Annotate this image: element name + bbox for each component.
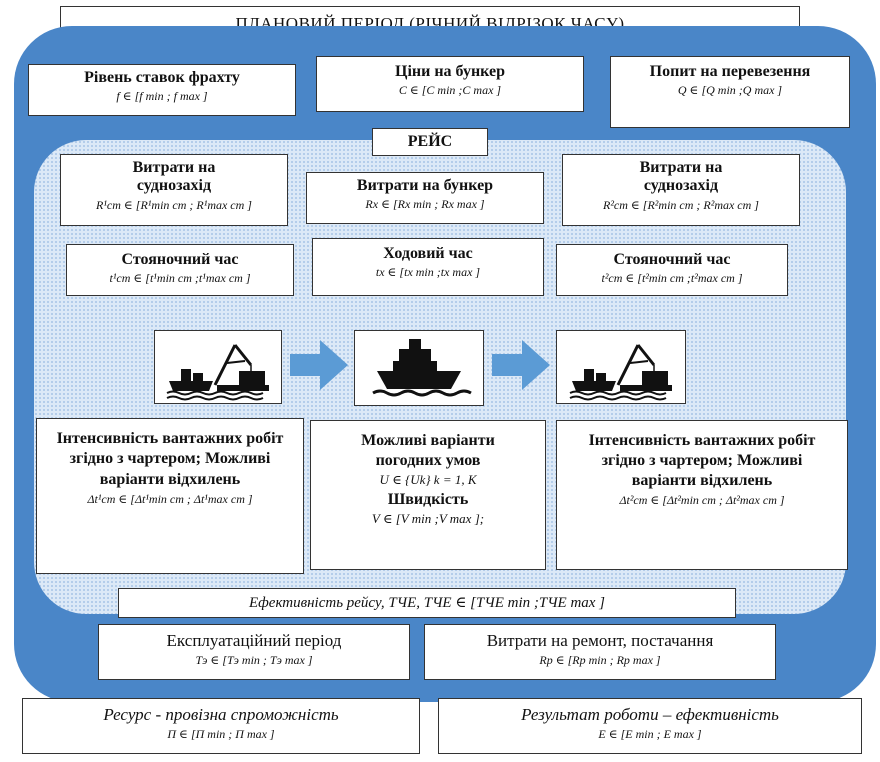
cargo-intensity-box-1: Інтенсивність вантажних робіт згідно з ч…	[36, 418, 304, 574]
idle-time-2-title: Стояночний час	[613, 251, 731, 268]
speed-title: Швидкість	[387, 490, 469, 508]
freight-rate-title: Рівень ставок фрахту	[84, 69, 240, 86]
resource-formula: П ∈ [П min ; П max ]	[167, 726, 275, 741]
resource-box: Ресурс - провізна спроможність П ∈ [П mi…	[22, 698, 420, 754]
port-costs-2-formula: R²ст ∈ [R²min ст ; R²max ст ]	[603, 197, 759, 212]
repair-costs-box: Витрати на ремонт, постачання Rр ∈ [Rр m…	[424, 624, 776, 680]
port-crane-ship-icon	[166, 344, 269, 401]
idle-time-2-formula: t²ст ∈ [t²min ст ;t²max ст ]	[601, 271, 743, 286]
bunker-prices-title: Ціни на бункер	[395, 63, 505, 80]
freight-rate-box: Рівень ставок фрахту f ∈ [f min ; f max …	[28, 64, 296, 116]
operating-period-formula: Tэ ∈ [Tэ min ; Tэ max ]	[195, 652, 313, 667]
resource-title: Ресурс - провізна спроможність	[103, 705, 339, 724]
result-formula: E ∈ [E min ; E max ]	[598, 726, 702, 741]
ship-icon-box	[354, 330, 484, 406]
port-costs-box-2: Витрати на суднозахід R²ст ∈ [R²min ст ;…	[562, 154, 800, 226]
port-costs-2-title: Витрати на суднозахід	[639, 159, 723, 195]
port-crane-ship-icon	[569, 344, 672, 401]
operating-period-box: Експлуатаційний період Tэ ∈ [Tэ min ; Tэ…	[98, 624, 410, 680]
demand-box: Попит на перевезення Q ∈ [Q min ;Q max ]	[610, 56, 850, 128]
bunker-costs-title: Витрати на бункер	[356, 177, 494, 194]
sailing-time-formula: tх ∈ [tх min ;tх max ]	[375, 265, 481, 280]
voyage-efficiency-box: Ефективність рейсу, ТЧЕ, ТЧЕ ∈ [ТЧЕ min …	[118, 588, 736, 618]
voyage-label: РЕЙС	[372, 128, 488, 156]
repair-costs-formula: Rр ∈ [Rр min ; Rр max ]	[539, 652, 661, 667]
bunker-prices-box: Ціни на бункер C ∈ [C min ;C max ]	[316, 56, 584, 112]
voyage-label-text: РЕЙС	[407, 133, 453, 150]
bunker-costs-formula: Rх ∈ [Rх min ; Rх max ]	[365, 197, 485, 212]
ship-waves-icon	[372, 339, 472, 397]
idle-time-1-title: Стояночний час	[121, 251, 239, 268]
result-title: Результат роботи – ефективність	[521, 705, 779, 724]
weather-speed-box: Можливі варіанти погодних умов U ∈ {Uk} …	[310, 420, 546, 570]
result-box: Результат роботи – ефективність E ∈ [E m…	[438, 698, 862, 754]
cargo-intensity-2-formula: Δt²ст ∈ [Δt²min ст ; Δt²max ст ]	[619, 493, 785, 507]
port-costs-1-title: Витрати на суднозахід	[132, 159, 216, 195]
sailing-time-box: Ходовий час tх ∈ [tх min ;tх max ]	[312, 238, 544, 296]
port-icon-box-1	[154, 330, 282, 404]
sailing-time-title: Ходовий час	[383, 245, 473, 262]
right-arrow-icon	[492, 340, 550, 390]
cargo-intensity-1-title: Інтенсивність вантажних робіт згідно з ч…	[56, 430, 284, 488]
port-costs-1-formula: R¹ст ∈ [R¹min ст ; R¹max ст ]	[96, 197, 252, 212]
demand-title: Попит на перевезення	[649, 63, 811, 80]
idle-time-box-2: Стояночний час t²ст ∈ [t²min ст ;t²max с…	[556, 244, 788, 296]
cargo-intensity-2-title: Інтенсивність вантажних робіт згідно з ч…	[588, 432, 816, 489]
idle-time-box-1: Стояночний час t¹ст ∈ [t¹min ст ;t¹max с…	[66, 244, 294, 296]
speed-formula: V ∈ [V min ;V max ];	[371, 511, 485, 527]
right-arrow-icon	[290, 340, 348, 390]
voyage-efficiency-text: Ефективність рейсу, ТЧЕ, ТЧЕ ∈ [ТЧЕ min …	[248, 595, 606, 611]
demand-formula: Q ∈ [Q min ;Q max ]	[677, 83, 783, 98]
freight-rate-formula: f ∈ [f min ; f max ]	[116, 89, 208, 104]
weather-formula: U ∈ {Uk} k = 1, K	[379, 472, 477, 488]
bunker-prices-formula: C ∈ [C min ;C max ]	[398, 83, 502, 98]
idle-time-1-formula: t¹ст ∈ [t¹min ст ;t¹max ст ]	[109, 271, 251, 286]
repair-costs-title: Витрати на ремонт, постачання	[486, 631, 714, 650]
operating-period-title: Експлуатаційний період	[166, 631, 342, 650]
weather-title: Можливі варіанти погодних умов	[361, 432, 495, 469]
port-icon-box-2	[556, 330, 686, 404]
cargo-intensity-1-formula: Δt¹ст ∈ [Δt¹min ст ; Δt¹max ст ]	[87, 492, 253, 507]
bunker-costs-box: Витрати на бункер Rх ∈ [Rх min ; Rх max …	[306, 172, 544, 224]
cargo-intensity-box-2: Інтенсивність вантажних робіт згідно з ч…	[556, 420, 848, 570]
port-costs-box-1: Витрати на суднозахід R¹ст ∈ [R¹min ст ;…	[60, 154, 288, 226]
